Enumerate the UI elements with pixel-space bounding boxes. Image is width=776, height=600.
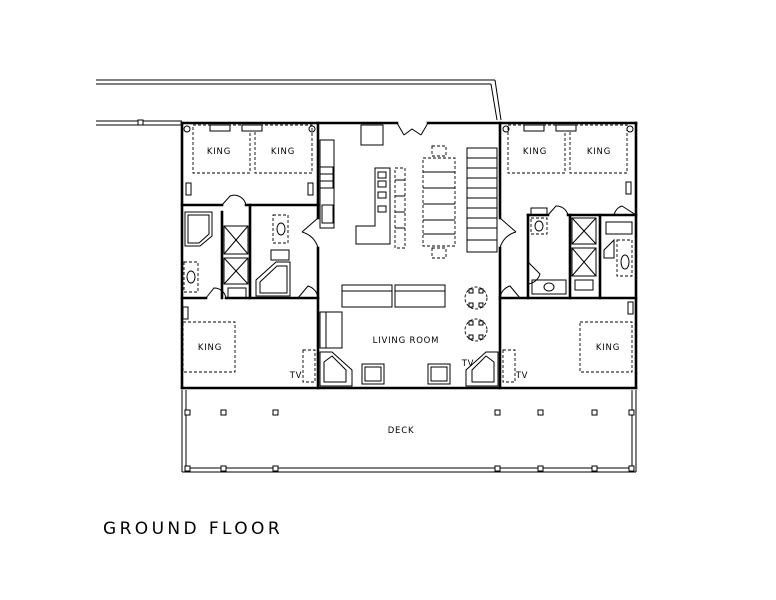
room-label-king: KING: [271, 147, 295, 157]
living-room: LIVING ROOM TV: [319, 284, 499, 387]
bedroom-bottom-right: KING TV: [502, 301, 634, 383]
door-swings: [205, 194, 637, 299]
interior-walls: [180, 121, 638, 390]
bedroom-bottom-left: KING TV: [182, 306, 316, 383]
deck: DECK: [181, 390, 637, 473]
room-label-king: KING: [523, 147, 547, 157]
plan-title: GROUND FLOOR: [103, 519, 283, 539]
tv-label: TV: [515, 371, 529, 381]
bedroom-top-left: KING KING: [183, 124, 316, 196]
exterior-walls: [180, 121, 638, 390]
room-label-living-room: LIVING ROOM: [373, 336, 440, 346]
bathroom-right: [530, 207, 633, 295]
bathroom-left: [183, 211, 291, 299]
walkway-rails: [96, 79, 502, 126]
bedroom-top-right: KING KING: [502, 124, 634, 195]
room-label-king: KING: [198, 343, 222, 353]
entry-door: [396, 122, 429, 136]
staircase: [466, 147, 498, 253]
room-label-king: KING: [596, 343, 620, 353]
room-label-king: KING: [587, 147, 611, 157]
tv-label: TV: [461, 359, 475, 369]
room-label-king: KING: [207, 147, 231, 157]
room-label-deck: DECK: [388, 426, 415, 436]
tv-label: TV: [289, 371, 303, 381]
kitchen-dining: [319, 124, 456, 259]
